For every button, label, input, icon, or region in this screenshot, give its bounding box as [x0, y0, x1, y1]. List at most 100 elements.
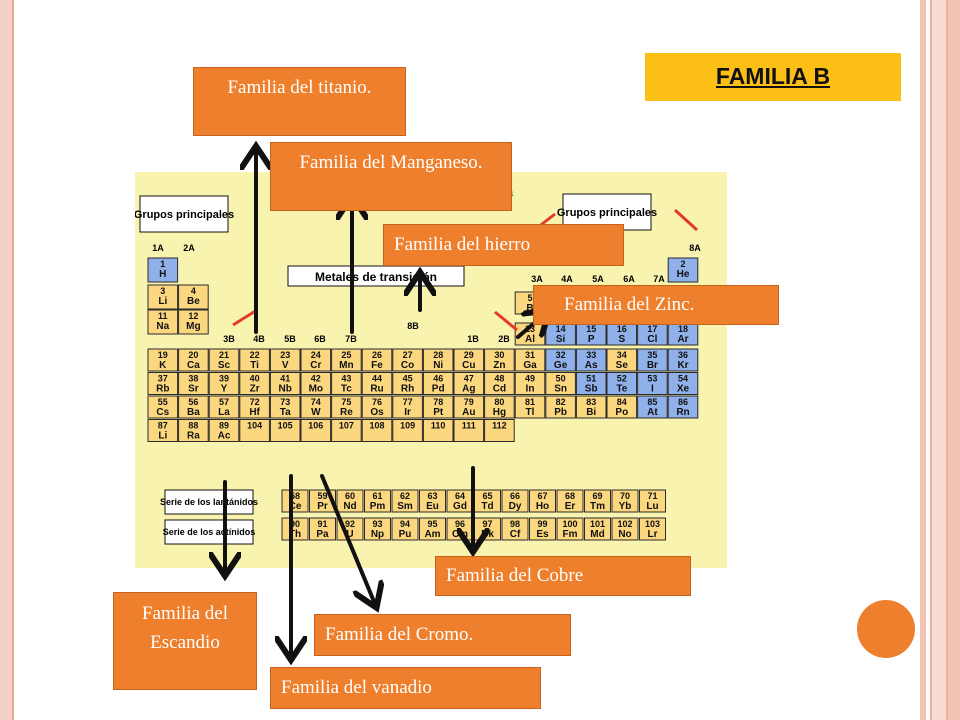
element-42-symbol: Mo — [309, 384, 323, 395]
label-familia-zinc: Familia del Zinc. — [533, 285, 779, 325]
element-35 — [637, 348, 668, 372]
element-41-number: 41 — [280, 374, 290, 384]
element-102 — [611, 517, 639, 541]
element-83 — [575, 395, 607, 419]
element-87-symbol: Li — [158, 431, 167, 442]
group-header-3a: 3A — [531, 274, 543, 284]
element-39-number: 39 — [219, 374, 229, 384]
element-30-symbol: Zn — [493, 360, 505, 371]
element-75 — [331, 395, 362, 419]
element-24-number: 24 — [311, 350, 321, 360]
element-25-symbol: Mn — [339, 360, 353, 371]
element-100-number: 100 — [562, 519, 577, 529]
element-43-number: 43 — [341, 374, 351, 384]
element-58 — [281, 489, 309, 513]
element-84-number: 84 — [617, 397, 627, 407]
element-53-symbol: I — [651, 384, 654, 395]
element-31-number: 31 — [525, 350, 535, 360]
element-69 — [584, 489, 611, 513]
element-98-number: 98 — [510, 519, 520, 529]
element-110-number: 110 — [431, 421, 446, 431]
element-28-symbol: Ni — [433, 360, 443, 371]
element-101 — [584, 517, 611, 541]
element-40 — [239, 372, 270, 395]
label-familia-cobre: Familia del Cobre — [435, 556, 691, 596]
element-79-number: 79 — [464, 397, 474, 407]
element-84 — [606, 395, 638, 419]
element-33-number: 33 — [586, 350, 596, 360]
element-101-number: 101 — [590, 519, 605, 529]
group-header-3b: 3B — [223, 334, 235, 344]
element-77-symbol: Ir — [404, 407, 411, 418]
element-3 — [147, 284, 179, 310]
group-header-1a: 1A — [152, 243, 164, 253]
element-34-number: 34 — [617, 350, 627, 360]
element-60 — [336, 489, 364, 513]
element-107-number: 107 — [339, 421, 354, 431]
element-32-symbol: Ge — [554, 360, 568, 371]
element-39 — [208, 372, 240, 395]
element-64-symbol: Gd — [453, 501, 467, 512]
element-66-symbol: Dy — [509, 501, 522, 512]
element-73-number: 73 — [280, 397, 290, 407]
label-familia-cromo: Familia del Cromo. — [314, 614, 571, 656]
element-38-symbol: Sr — [188, 384, 199, 395]
element-79-symbol: Au — [462, 407, 475, 418]
element-30-number: 30 — [494, 350, 504, 360]
group-header-2b: 2B — [498, 334, 510, 344]
element-1-symbol: H — [159, 269, 166, 280]
element-45-number: 45 — [403, 374, 413, 384]
element-61-number: 61 — [372, 491, 382, 501]
element-12-symbol: Mg — [186, 321, 200, 332]
element-51-number: 51 — [586, 374, 596, 384]
element-109-number: 109 — [400, 421, 415, 431]
element-24 — [300, 348, 332, 372]
element-58-number: 58 — [290, 491, 300, 501]
element-4-symbol: Be — [187, 296, 200, 307]
element-72-symbol: Hf — [249, 407, 260, 418]
groups-left-label: Grupos principales — [135, 209, 234, 221]
element-75-symbol: Re — [340, 407, 353, 418]
element-100 — [556, 517, 584, 541]
element-55-symbol: Cs — [156, 407, 169, 418]
element-107 — [331, 419, 362, 442]
element-94 — [391, 517, 419, 541]
element-22-symbol: Ti — [250, 360, 259, 371]
element-96-number: 96 — [455, 519, 465, 529]
element-56-symbol: Ba — [187, 407, 200, 418]
element-38 — [178, 372, 209, 395]
element-21-number: 21 — [219, 350, 229, 360]
element-109 — [392, 419, 423, 442]
element-110 — [422, 419, 454, 442]
element-88 — [178, 419, 209, 442]
element-32 — [545, 348, 576, 372]
element-50-number: 50 — [556, 374, 566, 384]
element-5-number: 5 — [527, 293, 532, 303]
element-76-number: 76 — [372, 397, 382, 407]
element-36 — [667, 348, 699, 372]
element-34 — [606, 348, 638, 372]
element-11-symbol: Na — [156, 321, 169, 332]
group-header-4b: 4B — [253, 334, 265, 344]
group-header-6a: 6A — [623, 274, 635, 284]
element-54-symbol: Xe — [677, 384, 690, 395]
element-28 — [422, 348, 454, 372]
element-56-number: 56 — [188, 397, 198, 407]
element-14-symbol: Si — [556, 334, 566, 345]
element-55 — [147, 395, 179, 419]
element-15-symbol: P — [588, 334, 595, 345]
element-37 — [147, 372, 179, 395]
element-112-number: 112 — [492, 421, 507, 431]
element-32-number: 32 — [556, 350, 566, 360]
element-99-number: 99 — [537, 519, 547, 529]
element-70-number: 70 — [620, 491, 630, 501]
element-29-number: 29 — [464, 350, 474, 360]
element-108-number: 108 — [369, 421, 384, 431]
element-38-number: 38 — [188, 374, 198, 384]
element-67-symbol: Ho — [536, 501, 549, 512]
red-arrow-1 — [494, 310, 518, 332]
element-66 — [501, 489, 529, 513]
element-44-symbol: Ru — [370, 384, 383, 395]
element-99 — [529, 517, 556, 541]
element-54 — [667, 372, 699, 395]
